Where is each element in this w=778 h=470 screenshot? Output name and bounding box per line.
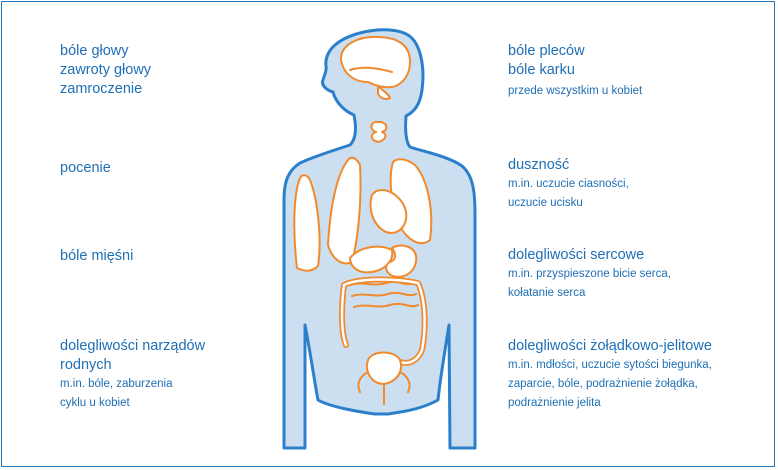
symptom-detail: m.in. mdłości, uczucie sytości biegunka,: [508, 356, 712, 375]
symptom-detail: cyklu u kobiet: [60, 394, 205, 413]
symptom-heart: dolegliwości sercowe m.in. przyspieszone…: [508, 246, 671, 303]
symptom-reproductive: dolegliwości narządów rodnych m.in. bóle…: [60, 337, 205, 413]
symptom-gastro: dolegliwości żołądkowo-jelitowe m.in. md…: [508, 337, 712, 413]
symptom-detail: m.in. uczucie ciasności,: [508, 175, 629, 194]
symptom-line: bóle karku: [508, 61, 642, 80]
symptom-line: dolegliwości sercowe: [508, 246, 671, 265]
symptom-line: rodnych: [60, 356, 205, 375]
symptom-sweat: pocenie: [60, 159, 111, 178]
symptom-line: bóle pleców: [508, 42, 642, 61]
symptom-detail: m.in. przyspieszone bicie serca,: [508, 265, 671, 284]
symptom-line: zamroczenie: [60, 80, 151, 99]
symptom-detail: uczucie ucisku: [508, 194, 629, 213]
symptom-line: dolegliwości narządów: [60, 337, 205, 356]
symptom-detail: m.in. bóle, zaburzenia: [60, 375, 205, 394]
symptom-breath: duszność m.in. uczucie ciasności, uczuci…: [508, 156, 629, 213]
symptom-line: pocenie: [60, 159, 111, 178]
thyroid-organ: [371, 122, 386, 142]
symptom-detail: kołatanie serca: [508, 284, 671, 303]
symptom-detail: podrażnienie jelita: [508, 394, 712, 413]
symptom-back: bóle pleców bóle karku przede wszystkim …: [508, 42, 642, 101]
symptom-line: duszność: [508, 156, 629, 175]
symptom-detail: przede wszystkim u kobiet: [508, 82, 642, 101]
symptom-muscle: bóle mięśni: [60, 247, 133, 266]
symptom-line: bóle głowy: [60, 42, 151, 61]
symptom-line: zawroty głowy: [60, 61, 151, 80]
symptom-line: dolegliwości żołądkowo-jelitowe: [508, 337, 712, 356]
symptom-line: bóle mięśni: [60, 247, 133, 266]
symptom-detail: zaparcie, bóle, podrażnienie żołądka,: [508, 375, 712, 394]
reproductive-organ: [367, 353, 401, 385]
symptom-head: bóle głowy zawroty głowy zamroczenie: [60, 42, 151, 99]
